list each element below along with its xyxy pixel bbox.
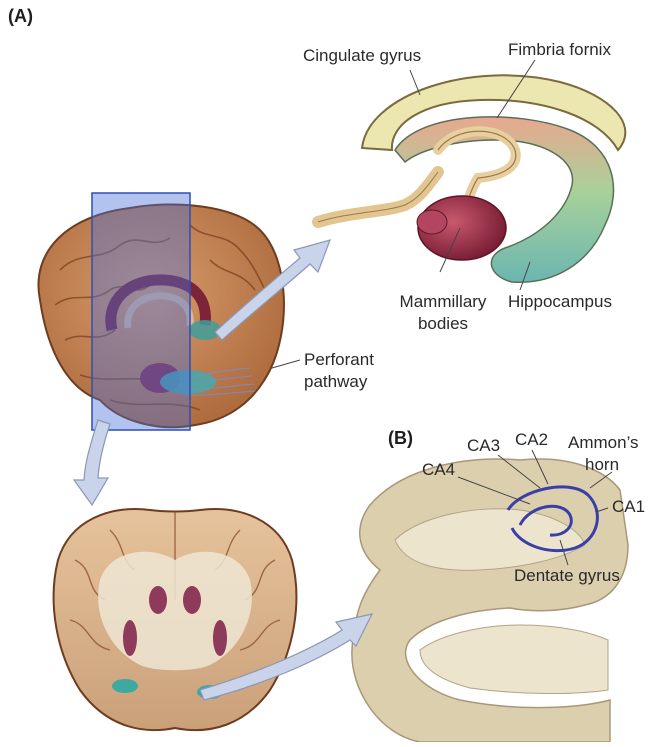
hippocampus-section	[352, 459, 628, 742]
hippo-tissue-outer	[352, 459, 628, 742]
limbic-structures	[318, 75, 625, 282]
hippo-tissue-lower	[420, 625, 608, 694]
label-dentate-gyrus: Dentate gyrus	[514, 566, 620, 586]
coronal-plane	[92, 193, 190, 430]
label-hippocampus: Hippocampus	[508, 292, 612, 312]
label-ca3: CA3	[467, 436, 500, 456]
section-hippocampus-left	[112, 679, 138, 693]
label-ca4: CA4	[422, 460, 455, 480]
arrow-brain-to-section	[74, 420, 110, 505]
label-mammillary: Mammillary	[388, 292, 498, 312]
label-perforant: Perforant	[304, 350, 374, 370]
panel-a-label: (A)	[8, 6, 33, 27]
panel-b-label: (B)	[388, 428, 413, 449]
label-horn: horn	[585, 455, 619, 475]
label-fimbria-fornix: Fimbria fornix	[508, 40, 611, 60]
label-ca1: CA1	[612, 497, 645, 517]
label-cingulate-gyrus: Cingulate gyrus	[303, 46, 421, 66]
label-ammons: Ammon’s	[568, 433, 639, 453]
coronal-section	[54, 509, 297, 730]
brain-hippocampus-upper	[189, 320, 221, 340]
label-pathway: pathway	[304, 372, 367, 392]
label-ca2: CA2	[515, 430, 548, 450]
label-bodies: bodies	[388, 314, 498, 334]
mammillary-body-small	[417, 210, 447, 234]
